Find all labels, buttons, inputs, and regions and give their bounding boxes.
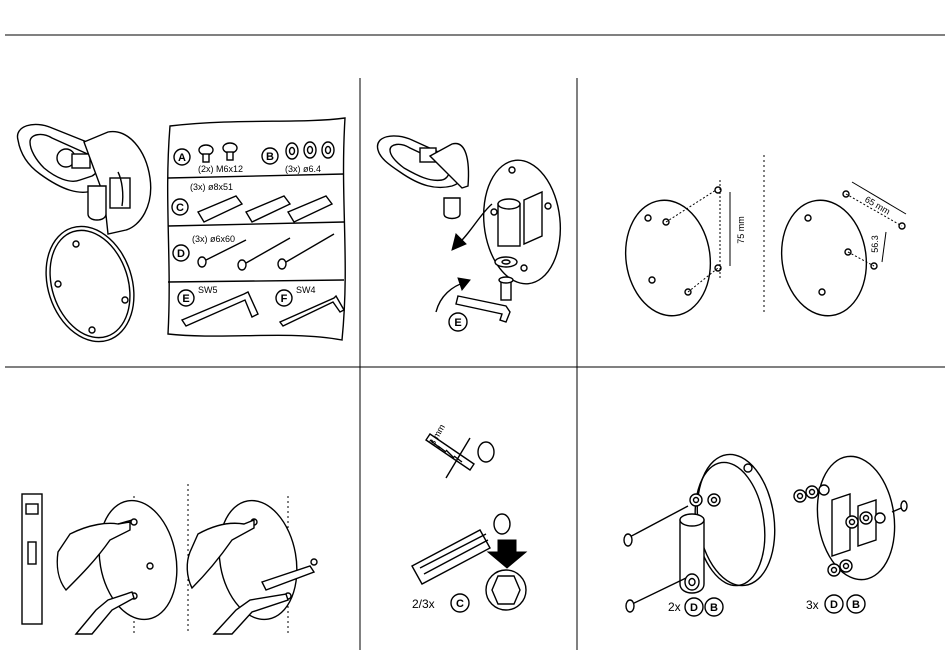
part-f-letter: F — [281, 293, 288, 305]
step4-panel — [22, 484, 317, 634]
step5-panel: 8 mm 2/3x C — [412, 423, 526, 612]
part-d-spec: (3x) ø6x60 — [192, 234, 235, 244]
part-c-letter: C — [176, 202, 184, 214]
part-e-letter: E — [182, 293, 189, 305]
part-c-spec: (3x) ø8x51 — [190, 182, 233, 192]
screw-left-icon — [624, 506, 688, 540]
part-b-letter: B — [266, 151, 274, 163]
part-b-spec: (3x) ø6.4 — [285, 164, 321, 174]
washer-b-icon — [286, 142, 334, 159]
part-e-spec: SW5 — [198, 285, 218, 295]
step2-tool-letter: E — [454, 317, 461, 329]
step6-right-letter-d: D — [830, 599, 838, 611]
step6-panel: 2x D B 3x D B — [624, 449, 907, 616]
step1-panel: A (2x) M6x12 B (3x) ø6.4 (3x) ø8x51 C (3… — [17, 118, 345, 353]
step6-right-count: 3x — [806, 598, 819, 612]
step3-left-dimension: 75 mm — [736, 216, 746, 244]
part-f-spec: SW4 — [296, 285, 316, 295]
washer-icon — [495, 257, 517, 267]
bracket-illustration — [17, 124, 150, 234]
step3-right-dimension-b: 56.3 — [870, 235, 880, 253]
step6-left-letter-b: B — [710, 602, 718, 614]
part-a-spec: (2x) M6x12 — [198, 164, 243, 174]
step5-letter: C — [456, 598, 464, 610]
part-d-letter: D — [177, 248, 185, 260]
step6-left-count: 2x — [668, 600, 681, 614]
down-arrow-icon — [488, 540, 526, 568]
step3-panel: 75 mm 65 mm 56.3 — [618, 155, 906, 321]
step6-right-letter-b: B — [852, 599, 860, 611]
step5-count: 2/3x — [412, 597, 435, 611]
part-a-letter: A — [178, 152, 186, 164]
step2-panel: E — [377, 136, 566, 331]
base-plate-illustration — [32, 215, 148, 353]
step6-left-letter-d: D — [690, 602, 698, 614]
